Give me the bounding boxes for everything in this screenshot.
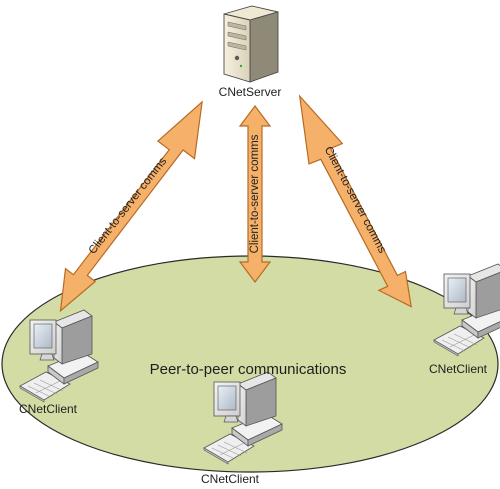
client-bottom-label: CNetClient — [201, 472, 260, 486]
link-arrow-right — [298, 94, 412, 308]
client-left-label: CNetClient — [19, 402, 78, 416]
server-tower-icon — [223, 5, 279, 83]
link-arrow-center — [238, 105, 272, 283]
link-label-center: Client-to-server comms — [249, 134, 261, 253]
client-right-label: CNetClient — [429, 362, 488, 376]
link-label-right: Client-to-server comms — [322, 145, 389, 256]
link-label-left: Client-to-server comms — [87, 155, 170, 256]
server-label: CNetServer — [219, 85, 282, 99]
link-arrow-left — [59, 100, 203, 313]
peer-communications-label: Peer-to-peer communications — [150, 361, 347, 378]
